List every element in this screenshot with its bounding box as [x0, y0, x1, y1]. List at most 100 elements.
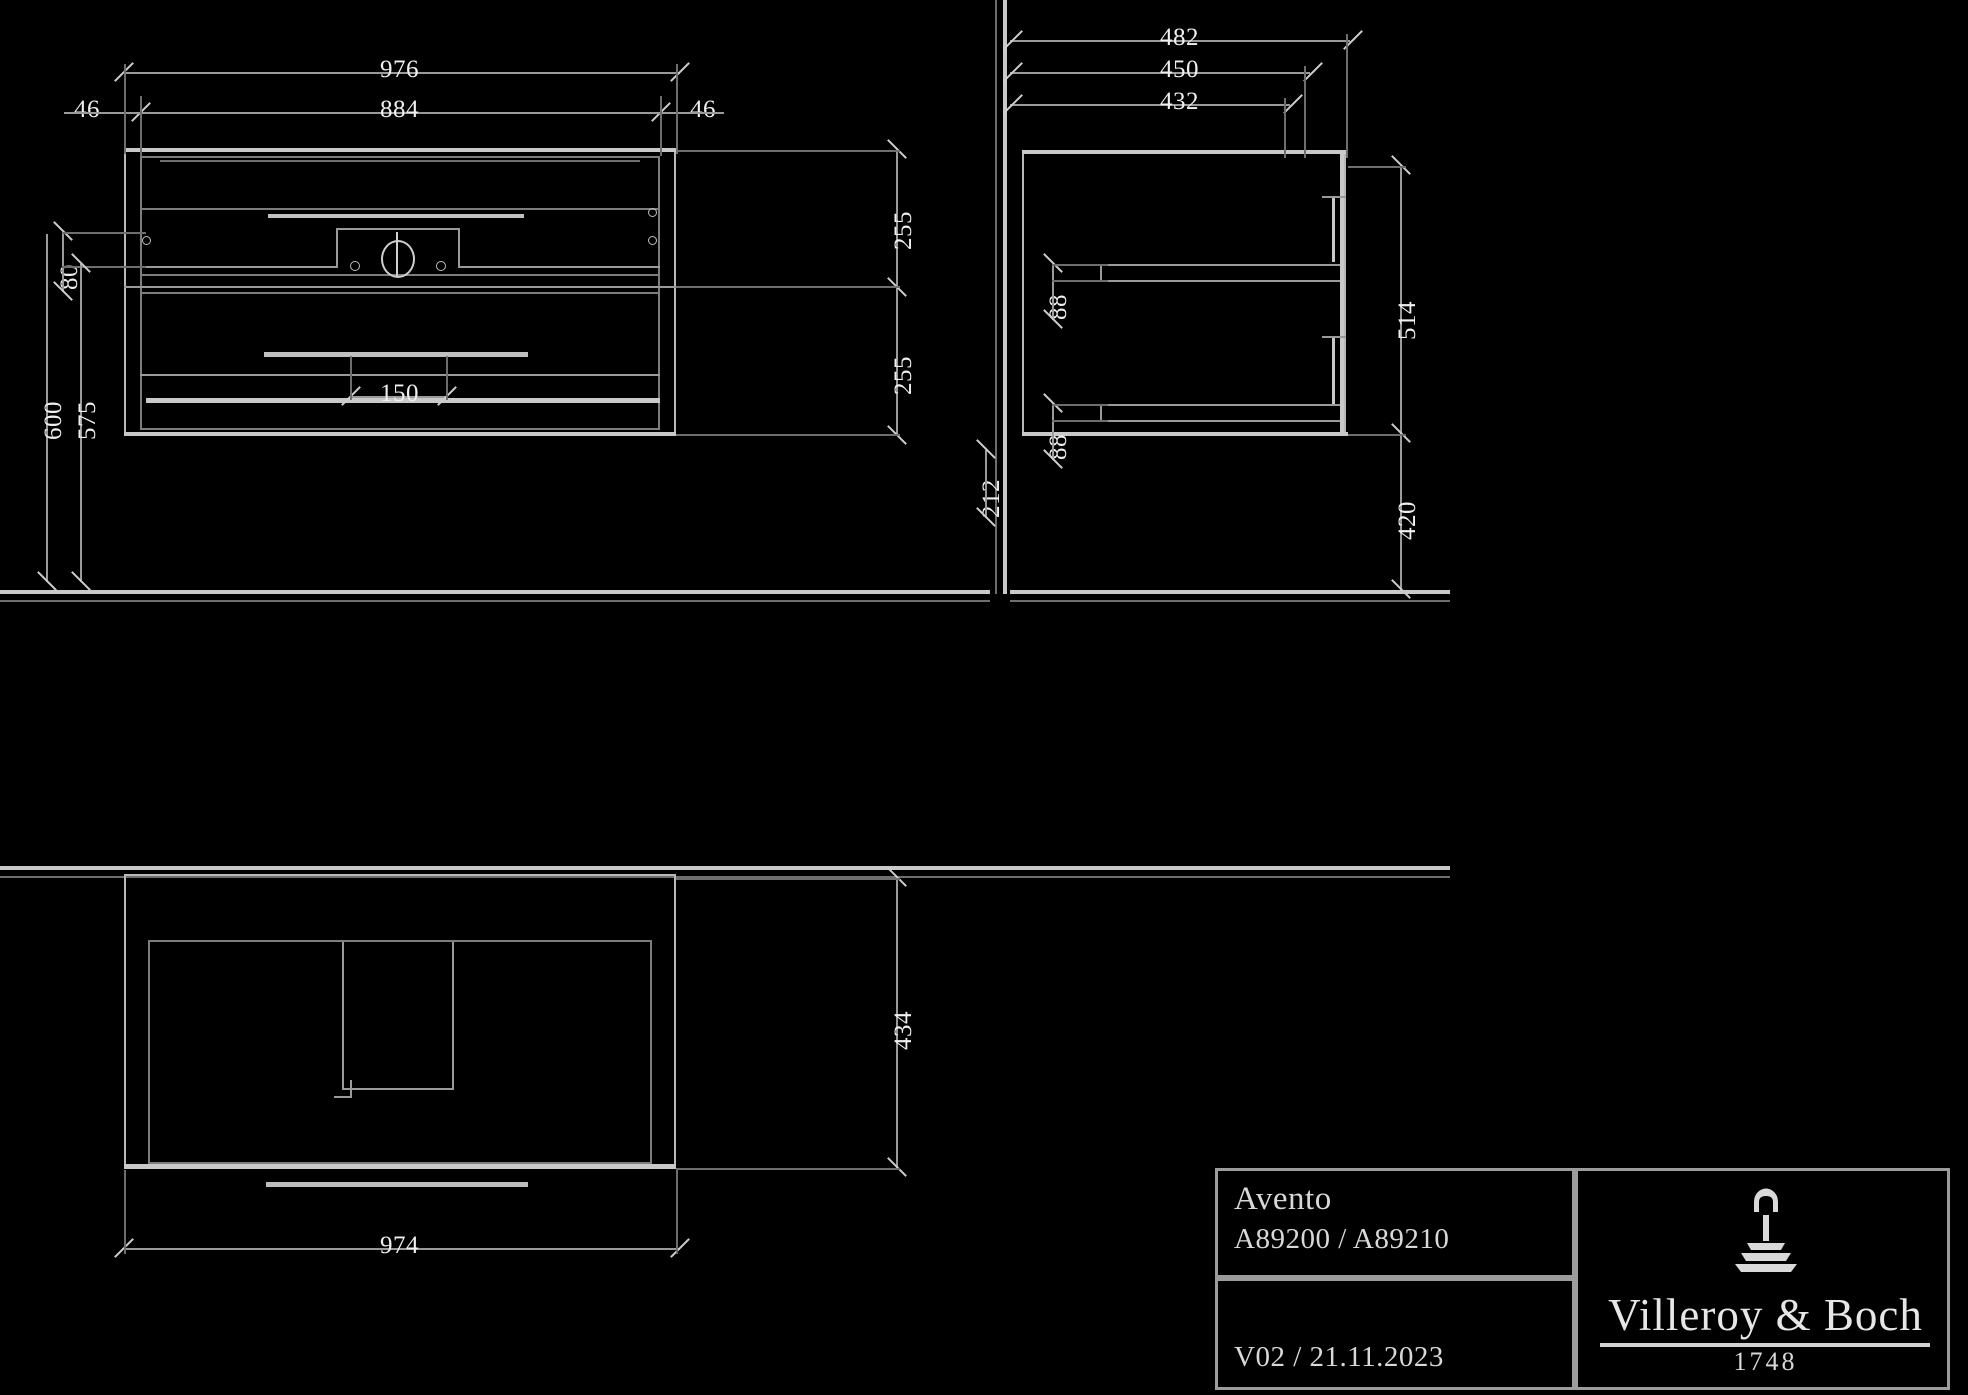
fixing-point	[648, 236, 657, 245]
dim-front-drawer-upper-height: 255	[890, 211, 917, 250]
front-top-slab-under	[160, 160, 640, 162]
ext-line	[62, 232, 146, 234]
fixing-point	[350, 261, 360, 271]
plan-basin-left	[342, 942, 344, 1090]
ext-line	[676, 1170, 678, 1254]
front-bottom-slab	[146, 398, 660, 403]
title-block-revision-cell: V02 / 21.11.2023	[1215, 1278, 1575, 1390]
ext-line	[1284, 98, 1286, 158]
ext-line	[1052, 280, 1108, 282]
ext-line	[676, 1168, 900, 1170]
floor-line-right-hatch	[1010, 600, 1450, 602]
front-drawer-lower	[140, 292, 660, 376]
dimline-front-46-left	[64, 112, 142, 114]
plan-front-edge	[124, 1164, 676, 1169]
side-front-face	[1340, 150, 1344, 436]
revision-date: V02 / 21.11.2023	[1234, 1341, 1444, 1373]
ext-line	[140, 96, 142, 156]
fixing-point	[436, 261, 446, 271]
dimline-front-150	[350, 396, 446, 398]
side-drawer-upper-back	[1100, 264, 1102, 282]
dimline-side-88-lower	[1052, 404, 1054, 460]
plan-wall-hatch	[0, 876, 1450, 878]
dimline-front-255-upper	[896, 150, 898, 290]
ext-line	[446, 356, 448, 400]
ext-line	[676, 878, 900, 880]
plan-basin-right	[452, 942, 454, 1090]
front-basin-notch-bottom-right	[458, 266, 660, 268]
title-block-brand-cell: Villeroy & Boch 1748	[1575, 1168, 1950, 1390]
front-basin-notch-top	[336, 228, 460, 230]
ext-line	[1348, 434, 1406, 436]
dimline-front-600	[46, 234, 48, 582]
dimline-side-212	[985, 450, 987, 518]
dimline-side-450	[1010, 72, 1310, 74]
side-cabinet-outline	[1022, 150, 1346, 436]
ext-line	[676, 434, 900, 436]
dimline-plan-974	[124, 1248, 680, 1250]
ext-line	[660, 96, 662, 156]
side-rail-lower	[1322, 336, 1346, 338]
waste-centerline	[396, 232, 398, 276]
dimline-side-420	[1400, 436, 1402, 590]
brand-year: 1748	[1733, 1347, 1798, 1376]
ext-line	[1348, 166, 1406, 168]
floor-line-right	[1010, 590, 1450, 594]
plan-basin-notch-v	[350, 1080, 352, 1098]
dim-front-overall-width: 976	[380, 56, 419, 83]
side-drawer-lower-back	[1100, 404, 1102, 422]
side-handle-upper	[1332, 196, 1335, 262]
plan-basin-notch	[334, 1096, 352, 1098]
side-drawer-lower-top	[1100, 404, 1340, 406]
brand-rule	[1600, 1343, 1930, 1347]
ext-line	[676, 286, 900, 288]
front-drawer-upper-handle	[268, 214, 524, 218]
title-block-model-cell: Avento A89200 / A89210	[1215, 1168, 1575, 1278]
wall-line-inner	[995, 0, 997, 594]
article-numbers: A89200 / A89210	[1234, 1223, 1450, 1255]
dim-plan-width: 974	[380, 1232, 419, 1259]
dim-front-left-offset: 46	[74, 96, 100, 123]
ext-line	[1346, 34, 1348, 158]
front-base-line	[140, 374, 660, 376]
dim-side-depth-mid: 450	[1160, 56, 1199, 83]
front-basin-notch-bottom-left	[140, 266, 338, 268]
waste-outlet-icon	[381, 240, 415, 278]
dim-front-waste-width: 150	[380, 380, 419, 407]
side-drawer-upper-top	[1100, 264, 1340, 266]
ext-line	[350, 356, 352, 400]
front-drawer-divider	[124, 286, 676, 288]
dim-front-right-offset: 46	[690, 96, 716, 123]
plan-handle-bar	[266, 1182, 528, 1187]
floor-line-left-hatch	[0, 600, 990, 602]
ext-line	[124, 64, 126, 154]
ext-line	[1304, 66, 1306, 158]
dim-front-drawer-lower-height: 255	[890, 356, 917, 395]
dim-plan-depth: 434	[890, 1011, 917, 1050]
ext-line	[676, 64, 678, 154]
ext-line	[124, 1170, 126, 1254]
plan-wall-line	[0, 866, 1450, 870]
ext-line	[1052, 404, 1108, 406]
side-rail-upper	[1322, 196, 1346, 198]
dimline-side-514	[1400, 166, 1402, 434]
villeroy-boch-logo-icon	[1735, 1188, 1797, 1272]
side-drawer-upper-bottom	[1100, 280, 1340, 282]
side-bottom-slab	[1022, 432, 1348, 436]
front-top-slab	[124, 148, 676, 152]
fixing-point	[142, 236, 151, 245]
dim-side-body-height: 514	[1394, 301, 1421, 340]
dimline-front-884	[140, 112, 660, 114]
dimline-side-482	[1010, 40, 1350, 42]
dimline-front-976	[124, 72, 680, 74]
ext-line	[1052, 264, 1108, 266]
plan-basin-bottom	[342, 1088, 454, 1090]
side-handle-lower	[1332, 336, 1335, 404]
fixing-point	[648, 208, 657, 217]
plan-cabinet-body	[148, 940, 652, 1164]
dimline-side-88-upper	[1052, 264, 1054, 320]
dim-front-body-height: 575	[74, 401, 101, 440]
dimline-front-80	[62, 232, 64, 292]
title-block: Avento A89200 / A89210 V02 / 21.11.2023 …	[1215, 1168, 1950, 1390]
